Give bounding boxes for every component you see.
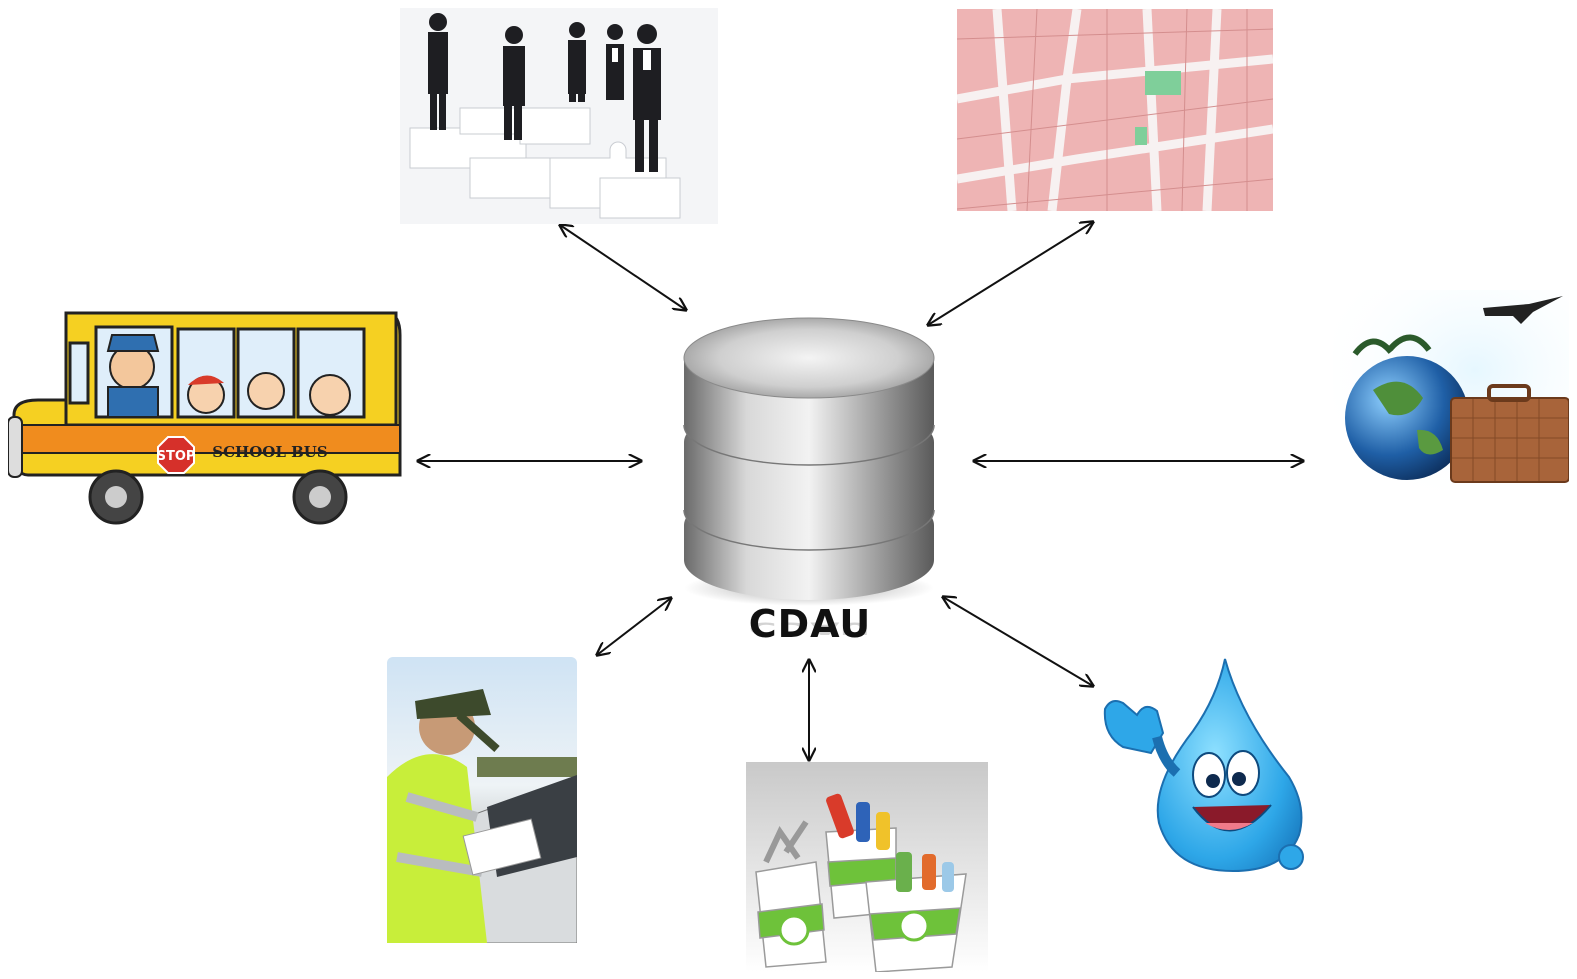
database-icon bbox=[683, 317, 935, 606]
water-drop-mascot-image bbox=[1103, 658, 1304, 873]
traffic-police-officer-image bbox=[387, 657, 577, 943]
recycling-bins-image bbox=[746, 762, 988, 972]
cadastral-map-image bbox=[957, 9, 1273, 211]
globe-travel-image bbox=[1333, 290, 1569, 490]
arrow-water-db bbox=[943, 597, 1093, 686]
stop-sign-text: STOP bbox=[157, 449, 196, 464]
arrow-people-db bbox=[560, 225, 686, 310]
arrow-police-db bbox=[597, 598, 671, 655]
school-bus-image: STOP SCHOOL BUS bbox=[8, 311, 402, 525]
business-people-puzzle-image bbox=[400, 8, 718, 224]
center-label: CDAU bbox=[748, 602, 872, 646]
center-label-reflection: CDAU bbox=[748, 618, 872, 638]
school-bus-text: SCHOOL BUS bbox=[212, 443, 327, 461]
arrow-map-db bbox=[928, 222, 1093, 325]
